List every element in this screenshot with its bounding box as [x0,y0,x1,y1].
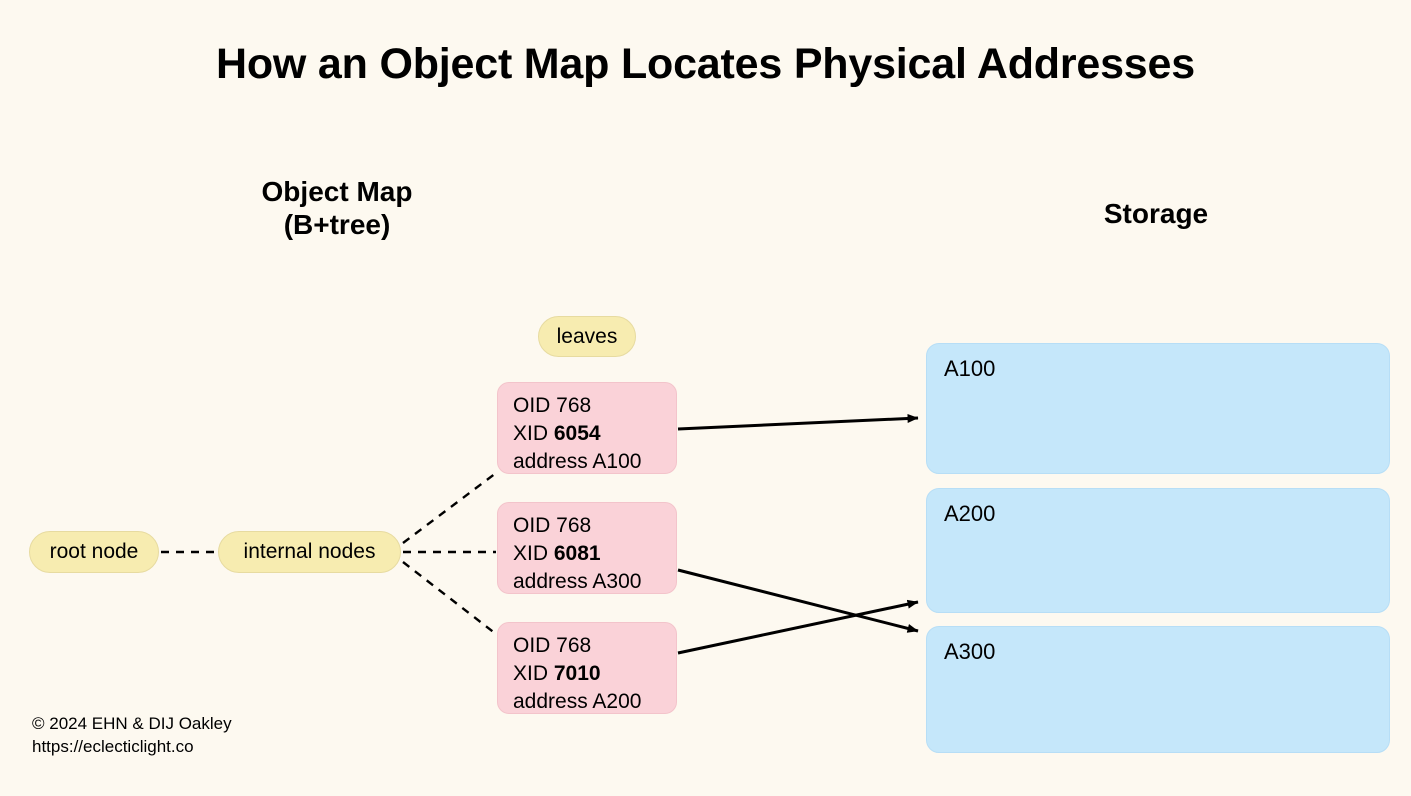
leaf-xid-value: 6054 [553,422,601,445]
leaf-xid-value: 7010 [553,662,601,685]
internal-nodes-pill[interactable]: internal nodes [218,531,401,573]
leaf-address: address A100 [513,450,642,473]
leaf-xid: XID 6081 [513,540,676,568]
leaf-node[interactable]: OID 768 XID 6081 address A300 [497,502,677,594]
leaf-xid: XID 6054 [513,420,676,448]
object-map-heading-line-2: (B+tree) [283,208,391,240]
footer-url: https://eclecticlight.co [32,737,194,756]
section-heading-object-map: Object Map (B+tree) [187,176,487,242]
storage-block[interactable]: A300 [926,626,1390,753]
leaf-oid: OID 768 [513,634,592,657]
leaf-xid: XID 7010 [513,660,676,688]
leaf-xid-label: XID [513,662,549,685]
link-internal-to-leaf-2 [402,561,497,635]
pointer-leaf-0-to-block-a100 [677,413,919,431]
footer-copyright: © 2024 EHN & DIJ Oakley [32,714,232,733]
leaf-node[interactable]: OID 768 XID 7010 address A200 [497,622,677,714]
leaf-oid: OID 768 [513,514,592,537]
storage-block[interactable]: A100 [926,343,1390,474]
leaves-label-pill: leaves [538,316,636,357]
leaf-address: address A300 [513,570,642,593]
root-node-pill[interactable]: root node [29,531,159,573]
object-map-heading-line-1: Object Map [261,176,413,207]
leaf-xid-label: XID [513,422,549,445]
pointer-leaf-1-to-block-a300 [677,568,919,633]
storage-block-label: A300 [944,639,996,664]
section-heading-storage: Storage [1103,198,1209,229]
storage-block[interactable]: A200 [926,488,1390,613]
leaf-xid-value: 6081 [553,542,601,565]
storage-block-label: A200 [944,501,996,526]
leaf-xid-label: XID [513,542,549,565]
leaf-node[interactable]: OID 768 XID 6054 address A100 [497,382,677,474]
link-internal-to-leaf-0 [402,472,497,544]
page-title: How an Object Map Locates Physical Addre… [216,40,1195,88]
storage-block-label: A100 [944,356,996,381]
leaf-oid: OID 768 [513,394,592,417]
leaf-address: address A200 [513,690,642,713]
pointer-leaf-2-to-block-a200 [677,599,919,655]
